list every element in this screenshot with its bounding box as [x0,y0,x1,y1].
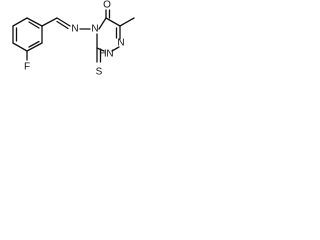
ring-double-2 [28,21,40,29]
thione-sulfur-label: S [96,67,103,78]
ring-double-3 [28,40,40,48]
nh-nitrogen-label: N [106,49,113,60]
chemical-structure-diagram: F N N N H N O S [12,0,135,78]
ring-nitrogen-2-label: N [117,38,124,49]
ring-nitrogen-4-label: N [91,24,98,35]
methyl-bond [119,17,135,27]
triazine-bond-n4-c5 [98,17,107,30]
ring-bond-2 [12,17,28,27]
triazine-bond-c5-c6 [105,17,121,27]
ring-bond-5 [26,42,43,52]
ring-bond-3 [26,17,43,27]
imine-double-bond-b [56,20,69,30]
triazine-ring [96,17,121,52]
aryl-methine-bond [41,17,58,27]
imine-nitrogen-label: N [71,24,78,35]
fluorophenyl-ring [12,17,43,52]
fluorine-label: F [24,62,30,73]
triazine-bond-n1-n2 [111,46,120,52]
imine-double-bond-a [56,17,71,27]
carbonyl-oxygen-label: O [103,0,111,11]
ring-bond-6 [12,42,28,52]
nh-hydrogen-label: H [99,49,106,60]
